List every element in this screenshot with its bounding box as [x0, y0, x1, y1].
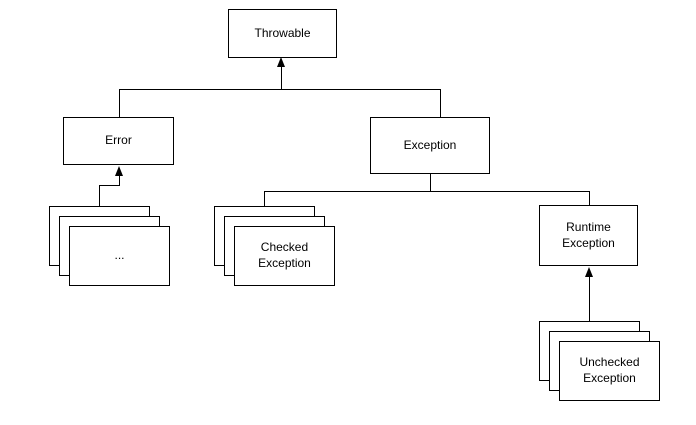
node-error-label: Error — [105, 133, 132, 148]
edge-exception-branch-horizontal — [264, 191, 590, 192]
edge-branch-to-exception-vertical — [440, 89, 441, 117]
node-checked-exception-stack: Checked Exception — [234, 226, 335, 286]
edge-branch-to-runtime-vertical — [589, 191, 590, 205]
arrowhead-to-runtime-exception — [585, 267, 593, 277]
node-checked-exception-label: Checked Exception — [258, 240, 311, 270]
node-throwable-label: Throwable — [254, 25, 311, 40]
edge-branch-to-checked-vertical — [264, 191, 265, 207]
edge-branch-to-error-vertical — [119, 89, 120, 117]
edge-from-dots-stack-vertical — [99, 185, 100, 206]
edge-from-exception-vertical — [430, 174, 431, 191]
node-exception: Exception — [370, 117, 490, 174]
edge-from-unchecked-stack-vertical — [589, 275, 590, 321]
edge-throwable-branch-horizontal — [119, 89, 441, 90]
node-error: Error — [63, 117, 174, 165]
node-exception-label: Exception — [403, 137, 457, 152]
edge-to-error-horizontal — [99, 185, 120, 186]
arrowhead-to-throwable — [277, 57, 285, 67]
node-unchecked-exception-label: Unchecked Exception — [579, 355, 640, 385]
node-runtime-exception: Runtime Exception — [539, 205, 638, 266]
node-throwable: Throwable — [228, 9, 337, 58]
node-runtime-exception-label: Runtime Exception — [562, 219, 615, 250]
node-error-subclasses-label: ... — [114, 248, 125, 263]
edge-to-error-vertical — [119, 174, 120, 185]
edge-to-throwable-vertical — [281, 66, 282, 89]
node-unchecked-exception-stack: Unchecked Exception — [559, 341, 660, 401]
node-error-subclasses-stack: ... — [69, 226, 170, 286]
arrowhead-to-error — [115, 166, 123, 176]
